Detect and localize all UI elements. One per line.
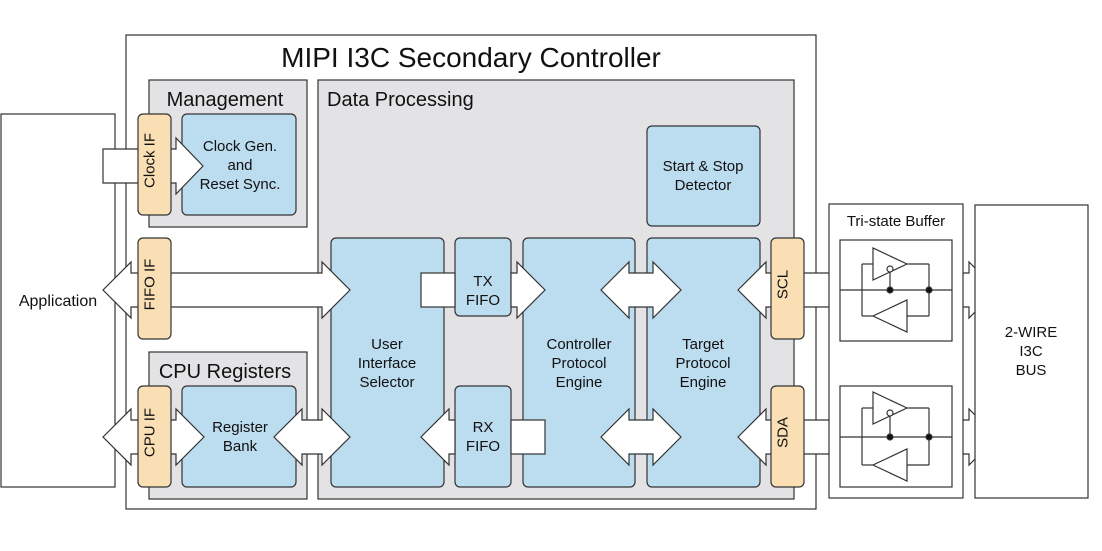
tx-out-arrow (510, 260, 546, 320)
clock-if-label: Clock IF (142, 133, 159, 188)
tristate-buffer-scl (839, 239, 953, 342)
tristate-buffer-sda (839, 385, 953, 488)
rx-fifo-line-2: FIFO (466, 438, 500, 455)
clock-gen-line-1: Clock Gen. (203, 138, 277, 155)
scl-pin-block (770, 237, 805, 340)
cpu-if-label: CPU IF (142, 408, 159, 457)
user-interface-block (330, 237, 445, 488)
register-ui-arrow (273, 407, 351, 467)
target-engine-block (646, 237, 761, 488)
i3c-bus-block (974, 204, 1089, 499)
clock-if-block (137, 113, 172, 216)
rx-fifo-block (454, 385, 512, 488)
application-label: Application (19, 293, 97, 310)
fifo-if-block (137, 237, 172, 340)
i3c-bus-line-3: BUS (1016, 362, 1047, 379)
controller-engine-line-3: Engine (556, 374, 603, 391)
engine-lower-arrow (600, 407, 682, 467)
application-block (0, 113, 116, 488)
data-processing-label: Data Processing (327, 89, 474, 111)
register-bank-line-2: Bank (223, 438, 258, 455)
user-interface-line-2: Interface (358, 355, 416, 372)
target-engine-line-1: Target (682, 336, 725, 353)
start-stop-line-2: Detector (675, 177, 732, 194)
controller-engine-line-2: Protocol (551, 355, 606, 372)
engine-upper-arrow (600, 260, 682, 320)
tx-fifo-line-1: TX (473, 273, 492, 290)
fifo-if-label: FIFO IF (142, 259, 159, 311)
tx-fifo-line-2: FIFO (466, 292, 500, 309)
i3c-bus-line-1: 2-WIRE (1005, 324, 1058, 341)
tristate-label: Tri-state Buffer (847, 213, 945, 230)
controller-engine-block (522, 237, 636, 488)
start-stop-block (646, 125, 761, 227)
target-engine-line-3: Engine (680, 374, 727, 391)
start-stop-line-1: Start & Stop (663, 158, 744, 175)
register-bank-line-1: Register (212, 419, 268, 436)
sda-pin-label: SDA (775, 417, 792, 448)
controller-title: MIPI I3C Secondary Controller (281, 42, 661, 73)
management-label: Management (167, 89, 284, 111)
sda-pin-block (770, 385, 805, 488)
cpu-if-block (137, 385, 172, 488)
rx-in-stub (510, 419, 546, 455)
i3c-bus-line-2: I3C (1019, 343, 1043, 360)
scl-pin-label: SCL (775, 270, 792, 299)
tx-in-stub (420, 272, 456, 308)
clock-gen-line-3: Reset Sync. (200, 176, 281, 193)
user-interface-line-3: Selector (359, 374, 414, 391)
clock-gen-line-2: and (227, 157, 252, 174)
controller-engine-line-1: Controller (546, 336, 611, 353)
cpu-registers-label: CPU Registers (159, 361, 291, 383)
rx-out-arrow (420, 407, 456, 467)
rx-fifo-line-1: RX (473, 419, 494, 436)
user-interface-line-1: User (371, 336, 403, 353)
target-engine-line-2: Protocol (675, 355, 730, 372)
